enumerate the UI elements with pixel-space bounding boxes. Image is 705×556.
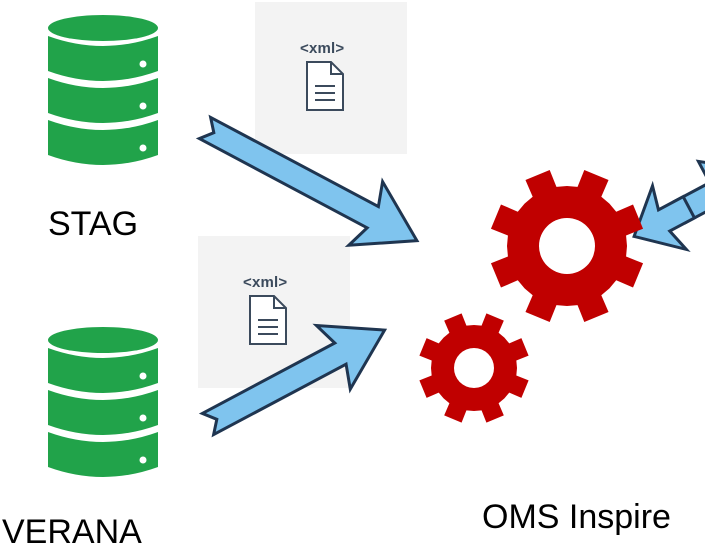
- arrow-oms-outgoing: [632, 159, 705, 253]
- gear-icon-large: [490, 169, 644, 323]
- xml-tag-label: <xml>: [300, 40, 345, 57]
- gear-hole: [539, 218, 595, 274]
- document-icon: [249, 295, 287, 345]
- document-icon: [306, 61, 344, 111]
- processor-label: OMS Inspire: [482, 498, 671, 536]
- xml-file-card-top: <xml>: [255, 2, 407, 154]
- xml-tag-label: <xml>: [243, 274, 288, 291]
- source-label-verana: VERANA: [2, 513, 142, 551]
- arrow-stag-to-oms: [195, 114, 420, 248]
- source-label-stag: STAG: [48, 205, 139, 243]
- gear-icon-small: [419, 313, 529, 423]
- database-icon-stag: [48, 15, 158, 165]
- gear-hole: [454, 348, 494, 388]
- database-icon-verana: [48, 327, 158, 477]
- arrow-verana-to-oms: [198, 323, 388, 438]
- xml-file-card-bottom: <xml>: [198, 236, 350, 388]
